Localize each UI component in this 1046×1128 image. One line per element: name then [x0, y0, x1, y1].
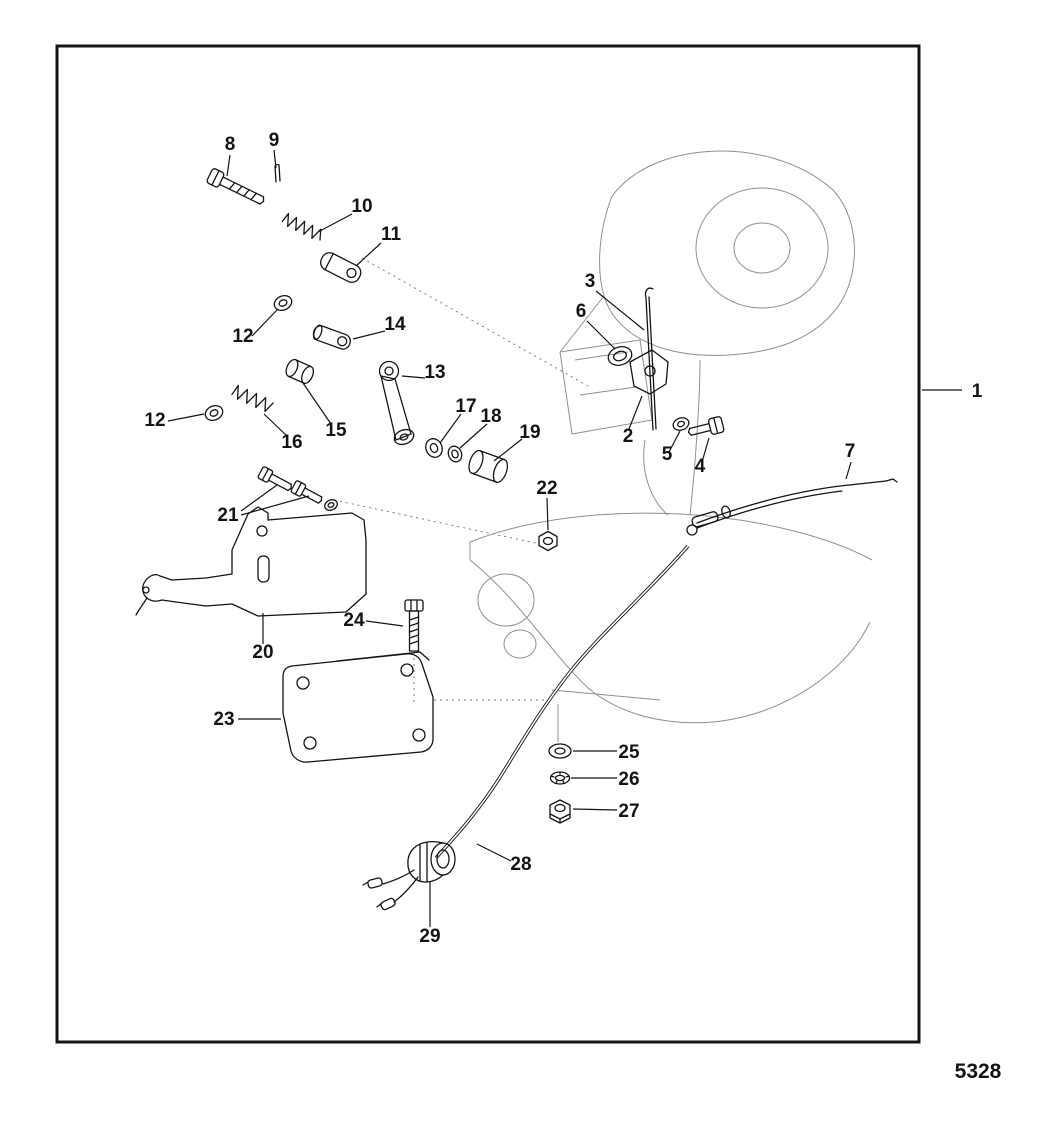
part-24-bolt	[404, 599, 424, 652]
callout-3: 3	[585, 271, 596, 292]
callout-16: 16	[281, 432, 302, 453]
part-10-spring	[281, 212, 322, 241]
part-15-bushing	[285, 358, 315, 385]
part-26-lockwasher	[549, 771, 571, 785]
leader-19	[493, 438, 523, 462]
callout-22: 22	[536, 478, 557, 499]
part-21-bolt-b	[290, 480, 323, 504]
callout-27: 27	[618, 801, 639, 822]
callout-1: 1	[972, 381, 983, 402]
part-9-cotter-pin	[274, 163, 281, 183]
leader-12-a	[251, 308, 279, 337]
leader-8	[226, 154, 231, 177]
callout-13: 13	[424, 362, 445, 383]
callouts: 8 9 10 11 12 14 13 15 16 12 17 18 19 22 …	[144, 130, 982, 947]
leader-3	[595, 290, 645, 331]
callout-7: 7	[845, 441, 856, 462]
callout-17: 17	[455, 396, 476, 417]
callout-24: 24	[343, 610, 365, 631]
leader-21-a	[240, 484, 278, 512]
alignment-dotted-lines	[333, 257, 589, 702]
leader-12-b	[167, 413, 205, 422]
leader-2	[628, 395, 643, 430]
leader-22	[546, 497, 549, 531]
callout-18: 18	[480, 406, 501, 427]
callout-2: 2	[623, 426, 634, 447]
callout-15: 15	[325, 420, 347, 441]
leader-27	[572, 808, 618, 811]
part-11-link	[320, 252, 362, 283]
part-27-nut	[549, 799, 571, 824]
leader-lines	[167, 149, 962, 927]
part-23-plate	[282, 651, 434, 763]
callout-26: 26	[618, 769, 639, 790]
callout-4: 4	[695, 456, 706, 477]
leader-7	[845, 461, 852, 480]
leader-6	[586, 320, 616, 350]
part-4-bolt	[687, 416, 725, 436]
part-13-lever	[378, 360, 415, 446]
part-25-washer	[548, 743, 572, 759]
part-5-washer	[672, 417, 690, 431]
callout-5: 5	[662, 444, 673, 465]
leader-14	[352, 330, 386, 340]
leader-10	[317, 213, 353, 233]
leader-18	[459, 423, 488, 449]
part-21-bolt-a	[257, 466, 292, 492]
leader-13	[401, 375, 426, 379]
diagram-border	[55, 44, 921, 1044]
part-28-cable	[434, 544, 690, 860]
part-29-connector	[362, 841, 456, 911]
leader-17	[439, 413, 462, 444]
leader-9	[273, 149, 277, 169]
part-7-cable	[686, 478, 898, 536]
part-18-ring	[447, 445, 463, 463]
callout-29: 29	[419, 926, 440, 947]
part-22-nut	[538, 530, 558, 552]
callout-12-a: 12	[232, 326, 253, 347]
leader-11	[355, 242, 382, 267]
part-21-washer	[324, 499, 338, 511]
part-12-washer-a	[273, 294, 293, 312]
callout-11: 11	[381, 224, 402, 245]
callout-21: 21	[217, 505, 239, 526]
part-16-spring	[231, 384, 274, 413]
callout-14: 14	[384, 314, 406, 335]
callout-9: 9	[269, 130, 280, 151]
callout-23: 23	[213, 709, 234, 730]
leader-28	[476, 843, 512, 862]
leader-15	[302, 382, 332, 425]
part-6-grommet	[607, 346, 633, 366]
leader-4	[701, 437, 710, 463]
callout-6: 6	[576, 301, 587, 322]
callout-8: 8	[225, 134, 236, 155]
figure-number: 5328	[955, 1060, 1002, 1083]
callout-20: 20	[252, 642, 273, 663]
part-8-screw	[206, 168, 265, 205]
callout-28: 28	[510, 854, 531, 875]
part-20-bracket	[135, 506, 367, 617]
part-12-washer-b	[204, 404, 224, 422]
leader-24	[365, 620, 404, 627]
leader-16	[263, 413, 289, 438]
leader-21-b	[240, 495, 310, 516]
callout-25: 25	[618, 742, 640, 763]
callout-12-b: 12	[144, 410, 165, 431]
leader-5	[668, 430, 681, 453]
callout-19: 19	[519, 422, 540, 443]
part-2-arm	[629, 349, 669, 395]
part-19-spacer	[468, 449, 509, 484]
part-14-link	[312, 324, 351, 350]
callout-10: 10	[351, 196, 372, 217]
engine-outline	[469, 150, 873, 742]
part-3-rod	[644, 287, 657, 431]
